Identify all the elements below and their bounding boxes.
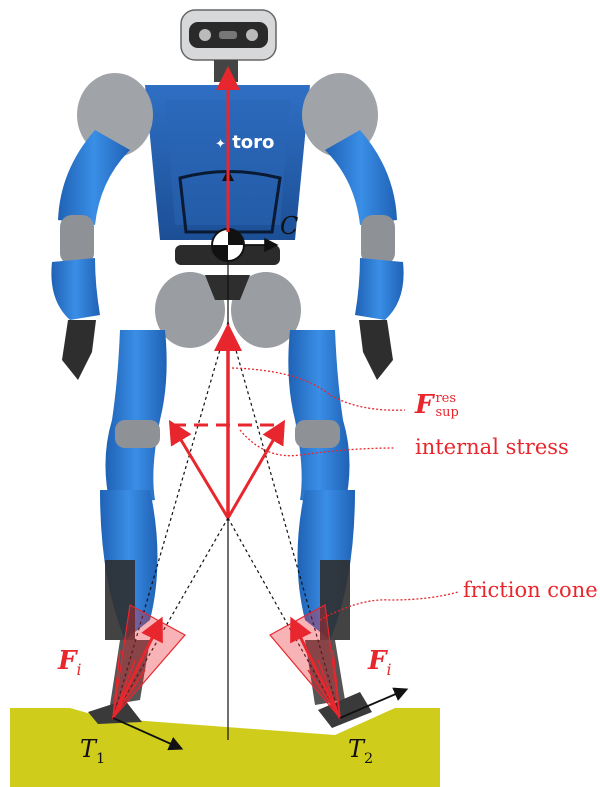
friction-cone-label: friction cone: [463, 580, 598, 601]
ground: [10, 708, 440, 787]
f-i-left-label: Fi: [58, 648, 81, 679]
t1-label: T1: [80, 737, 105, 766]
com-label: C: [280, 214, 298, 238]
f-i-right-label: Fi: [368, 648, 391, 679]
robot-head: [181, 10, 276, 82]
right-diag-arrow: [228, 425, 282, 518]
internal-stress-label: internal stress: [415, 437, 569, 458]
left-diag-arrow: [172, 425, 228, 518]
logo-text: ✦ toro: [215, 134, 274, 152]
f-sup-superscript: res: [435, 392, 458, 406]
f-sup-subscript: sup: [435, 406, 458, 420]
logo-icon: ✦: [215, 137, 226, 152]
t2-label: T2: [348, 737, 373, 766]
